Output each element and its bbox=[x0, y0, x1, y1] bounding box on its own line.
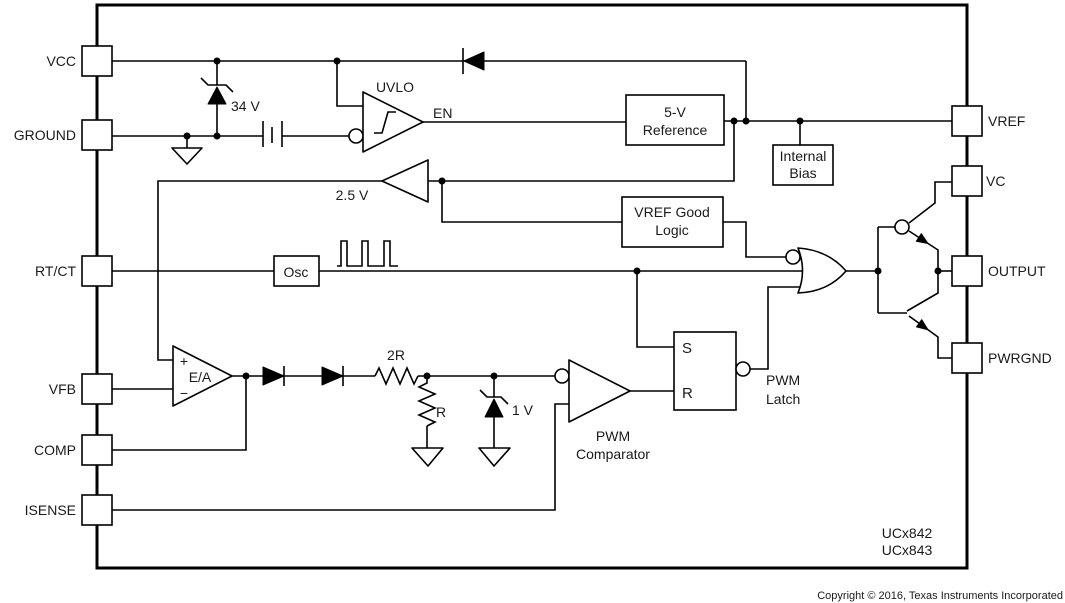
inverting-input-bubble bbox=[785, 249, 801, 265]
osc-label: Osc bbox=[284, 264, 309, 280]
resistor-2r-label: 2R bbox=[387, 347, 405, 363]
pin-vc bbox=[951, 165, 983, 197]
inverting-input-bubble bbox=[348, 128, 364, 144]
vref-good-label-1: VREF Good bbox=[634, 204, 709, 220]
diode-vcc-vref bbox=[462, 48, 485, 74]
pin-label-vcc: VCC bbox=[46, 53, 76, 69]
pwm-latch-label-2: Latch bbox=[766, 391, 800, 407]
wires bbox=[112, 60, 952, 511]
pin-label-vc: VC bbox=[986, 173, 1005, 189]
internal-bias-block bbox=[772, 144, 834, 186]
resistor-r-label: R bbox=[436, 404, 446, 420]
pin-label-ground: GROUND bbox=[14, 127, 76, 143]
part-number-2: UCx843 bbox=[882, 542, 933, 558]
uvlo-label: UVLO bbox=[376, 79, 414, 95]
vref-good-logic-block bbox=[621, 196, 724, 248]
pin-label-rtct: RT/CT bbox=[35, 263, 76, 279]
uvlo-comparator bbox=[348, 91, 424, 153]
pin-rtct bbox=[81, 255, 113, 287]
pin-comp bbox=[81, 434, 113, 466]
error-amplifier bbox=[172, 345, 233, 407]
copyright-text: Copyright © 2016, Texas Instruments Inco… bbox=[817, 590, 1063, 602]
npn-emitter-arrow bbox=[916, 319, 929, 331]
ground-symbol bbox=[171, 147, 203, 165]
buffer-label: 2.5 V bbox=[336, 187, 369, 203]
hysteresis-icon bbox=[374, 111, 396, 134]
pin-vref bbox=[951, 105, 983, 137]
pin-vcc bbox=[81, 45, 113, 77]
resistor-r-symbol bbox=[417, 376, 437, 427]
pin-vfb bbox=[81, 373, 113, 405]
or-gate bbox=[785, 247, 847, 294]
zener-diode-34v bbox=[200, 77, 234, 105]
diode-1 bbox=[262, 366, 285, 386]
labels: VCC GROUND RT/CT VFB COMP ISENSE VREF VC… bbox=[14, 53, 1063, 602]
pin-label-output: OUTPUT bbox=[988, 263, 1046, 279]
en-label: EN bbox=[433, 105, 452, 121]
zener-34v-label: 34 V bbox=[231, 98, 260, 114]
pin-boxes bbox=[81, 45, 983, 526]
battery-symbol bbox=[262, 121, 283, 147]
pin-label-comp: COMP bbox=[34, 442, 76, 458]
pin-pwrgnd bbox=[951, 342, 983, 374]
pin-label-pwrgnd: PWRGND bbox=[988, 350, 1052, 366]
pin-label-isense: ISENSE bbox=[25, 502, 76, 518]
resistor-2r-symbol bbox=[374, 366, 419, 386]
junction-dots bbox=[183, 57, 942, 380]
inverted-base-bubble bbox=[894, 219, 910, 235]
pin-output bbox=[951, 255, 983, 287]
pwm-latch-label-1: PWM bbox=[766, 372, 800, 388]
latch-r-label: R bbox=[682, 385, 693, 402]
buffer-2v5 bbox=[381, 159, 429, 203]
vref-good-label-2: Logic bbox=[655, 222, 688, 238]
ea-minus-label: − bbox=[180, 385, 188, 401]
latch-s-label: S bbox=[682, 340, 692, 357]
part-number-1: UCx842 bbox=[882, 525, 933, 541]
npn-emitter-arrow bbox=[915, 233, 929, 244]
pwm-comparator-label-1: PWM bbox=[596, 428, 630, 444]
ic-boundary bbox=[95, 3, 969, 570]
pin-ground bbox=[81, 119, 113, 151]
pwm-latch-block bbox=[673, 331, 751, 411]
pin-label-vfb: VFB bbox=[49, 381, 76, 397]
ground-symbol bbox=[411, 447, 444, 467]
inverted-output-bubble bbox=[735, 361, 751, 377]
ground-symbol bbox=[478, 447, 511, 467]
pin-isense bbox=[81, 494, 113, 526]
ea-label: E/A bbox=[189, 369, 212, 385]
pin-label-vref: VREF bbox=[988, 113, 1025, 129]
reference-label-2: Reference bbox=[643, 122, 708, 138]
reference-block bbox=[625, 94, 725, 146]
pwm-comparator-label-2: Comparator bbox=[576, 446, 650, 462]
diode-2 bbox=[321, 366, 344, 386]
internal-bias-label-1: Internal bbox=[780, 148, 827, 164]
zener-1v-label: 1 V bbox=[512, 402, 534, 418]
internal-bias-label-2: Bias bbox=[789, 165, 816, 181]
inverting-input-bubble bbox=[554, 368, 570, 384]
ea-plus-label: + bbox=[180, 353, 188, 369]
osc-block bbox=[273, 255, 320, 287]
zener-diode-1v bbox=[479, 389, 509, 418]
pwm-comparator bbox=[554, 359, 631, 423]
clock-waveform bbox=[337, 240, 398, 267]
reference-label-1: 5-V bbox=[664, 104, 686, 120]
output-driver bbox=[894, 219, 929, 331]
